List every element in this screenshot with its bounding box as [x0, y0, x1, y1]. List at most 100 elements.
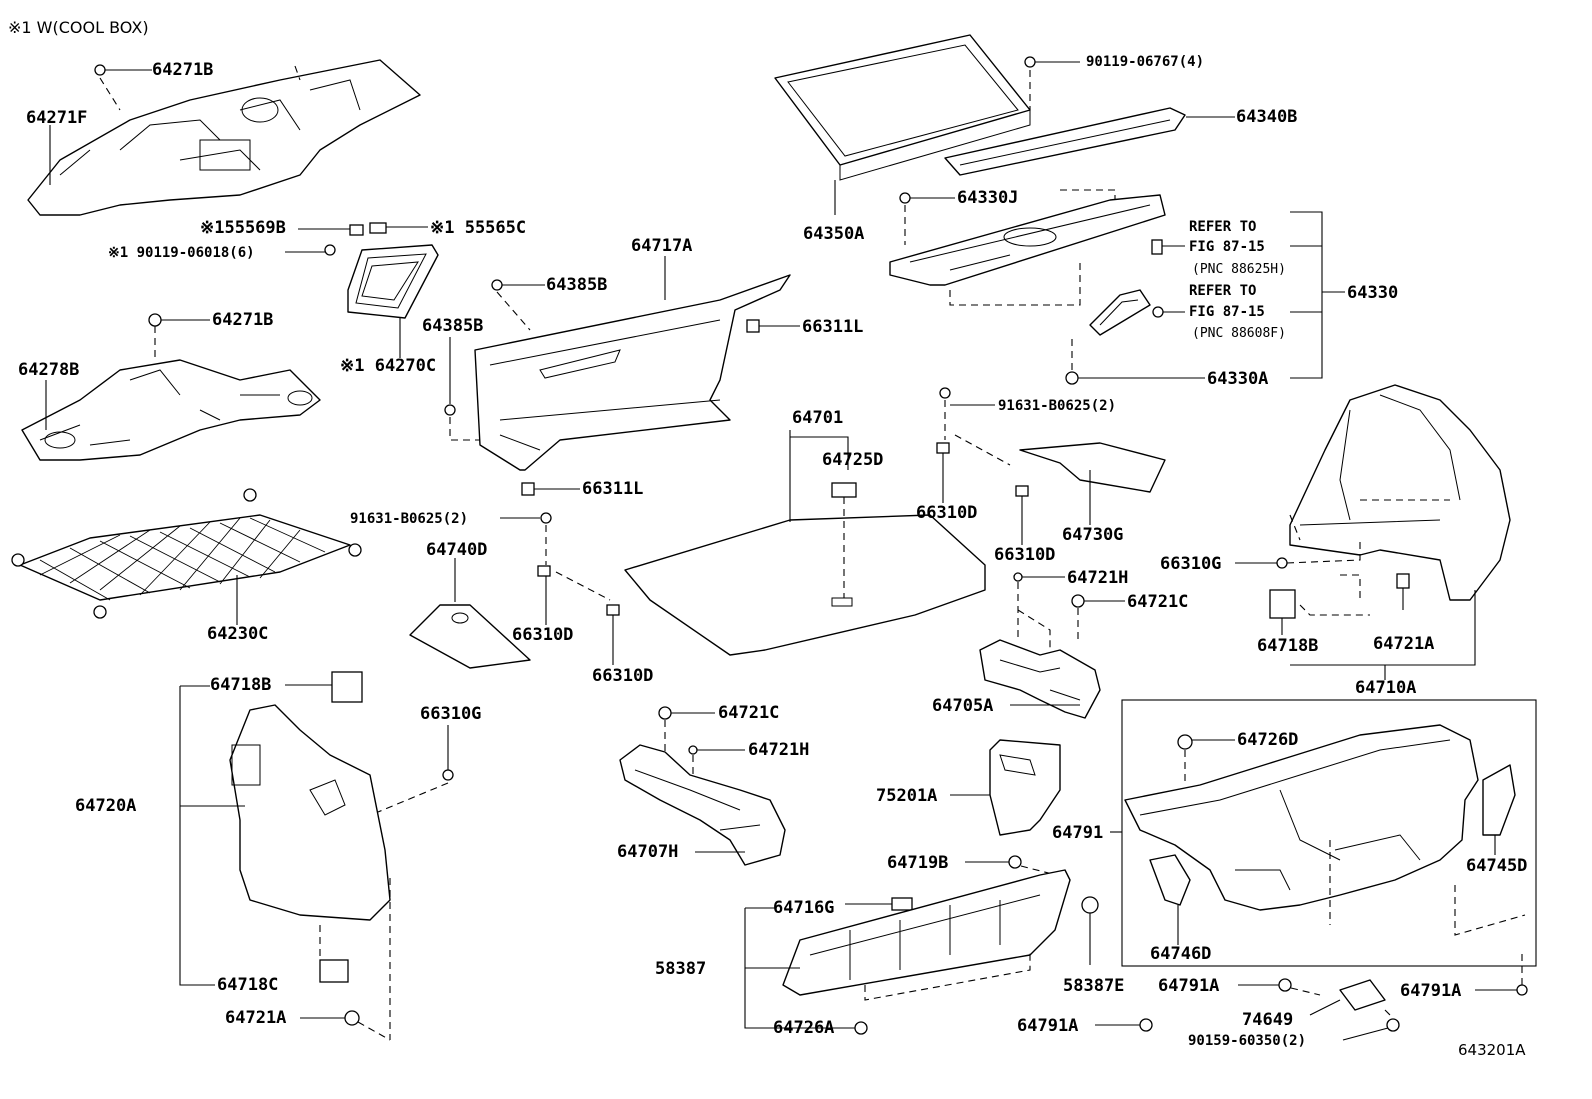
- label-64719b: 64719B: [887, 853, 949, 873]
- screw-90119-06018: [324, 244, 336, 256]
- vent-64718b-right: [1269, 589, 1296, 619]
- refer-line-4: REFER TO: [1189, 283, 1257, 299]
- refer-line-1: REFER TO: [1189, 219, 1257, 235]
- label-64271b-mid: 64271B: [212, 310, 274, 330]
- bracket-75201a: [989, 739, 1061, 836]
- trim-64340b: [944, 107, 1186, 176]
- refer-line-3: (PNC 88625H): [1192, 262, 1286, 277]
- cargo-net-64230c: [11, 488, 362, 619]
- label-64385b-a: 64385B: [546, 275, 608, 295]
- clip-64716g: [891, 897, 913, 911]
- label-58387e: 58387E: [1063, 976, 1125, 996]
- connector-ref-88608f: [1152, 306, 1164, 318]
- clip-66310d-a: [537, 565, 551, 577]
- label-64710a: 64710A: [1355, 678, 1417, 698]
- clip-64385b-a: [491, 279, 503, 291]
- screw-91631-right: [939, 387, 951, 399]
- cap-58387e: [1081, 896, 1099, 914]
- clip-66311l-a: [746, 319, 760, 333]
- label-64726a: 64726A: [773, 1018, 835, 1038]
- clip-64271b-top: [94, 64, 106, 76]
- part-74649: [1339, 979, 1386, 1011]
- label-64721c-a: 64721C: [1127, 592, 1189, 612]
- clip-66310d-c: [936, 442, 950, 454]
- clip-64721c-a: [1071, 594, 1085, 608]
- scuff-plate-58387: [782, 869, 1071, 996]
- label-66310d-b: 66310D: [592, 666, 654, 686]
- package-tray-64330: [889, 194, 1166, 286]
- refer-line-5: FIG 87-15: [1189, 304, 1265, 320]
- clip-66310g-right: [1276, 557, 1288, 569]
- label-66310g-right: 66310G: [1160, 554, 1222, 574]
- clip-66310g-left: [442, 769, 454, 781]
- label-64726d: 64726D: [1237, 730, 1299, 750]
- vent-64718b-left: [331, 671, 363, 703]
- label-64270c: ※1 64270C: [340, 356, 437, 376]
- insulator-64278b: [21, 359, 321, 461]
- label-64791a-b: 64791A: [1400, 981, 1462, 1001]
- clip-64721a-right: [1396, 573, 1410, 589]
- clip-66311l-b: [521, 482, 535, 496]
- refer-line-6: (PNC 88608F): [1192, 326, 1286, 341]
- label-64701: 64701: [792, 408, 844, 428]
- label-64230c: 64230C: [207, 624, 269, 644]
- label-66311l-a: 66311L: [802, 317, 864, 337]
- bracket-64705a: [979, 639, 1101, 719]
- clip-64721a-left: [344, 1010, 360, 1026]
- label-64278b: 64278B: [18, 360, 80, 380]
- label-64721h-b: 64721H: [748, 740, 810, 760]
- label-66310d-c: 66310D: [916, 503, 978, 523]
- vent-64746d: [1149, 854, 1191, 906]
- label-64791a-c: 64791A: [1017, 1016, 1079, 1036]
- label-64330j: 64330J: [957, 188, 1019, 208]
- group-box-64791: [1121, 699, 1537, 967]
- label-64740d: 64740D: [426, 540, 488, 560]
- part-55569b: [349, 224, 364, 236]
- clip-90119-06767: [1024, 56, 1036, 68]
- label-64705a: 64705A: [932, 696, 994, 716]
- label-64718c: 64718C: [217, 975, 279, 995]
- label-90119-06767: 90119-06767(4): [1086, 54, 1205, 70]
- label-90119-06018: ※1 90119-06018(6): [108, 245, 255, 261]
- label-64718b-right: 64718B: [1257, 636, 1319, 656]
- insulator-64271f: [27, 59, 421, 216]
- trim-64710a: [1289, 384, 1511, 601]
- bolt-90159-60350: [1386, 1018, 1400, 1032]
- clip-66310d-d: [1015, 485, 1029, 497]
- label-66310d-a: 66310D: [512, 625, 574, 645]
- clip-64385b-b: [444, 404, 456, 416]
- note-cool-box: ※1 W(COOL BOX): [8, 18, 149, 37]
- clip-64721h-b: [688, 745, 698, 755]
- clip-64721h-a: [1013, 572, 1023, 582]
- label-64385b-b: 64385B: [422, 316, 484, 336]
- clip-64330a: [1065, 371, 1079, 385]
- figure-code: 643201A: [1458, 1041, 1526, 1059]
- label-55565c: ※1 55565C: [430, 218, 527, 238]
- clip-64791a-b: [1516, 984, 1528, 996]
- label-64271b-top: 64271B: [152, 60, 214, 80]
- label-64330: 64330: [1347, 283, 1399, 303]
- label-64721h-a: 64721H: [1067, 568, 1129, 588]
- trim-64720a: [229, 704, 391, 921]
- clip-64330j: [899, 192, 911, 204]
- cover-64730g: [1019, 442, 1166, 493]
- label-64721a-left: 64721A: [225, 1008, 287, 1028]
- label-64721a-right: 64721A: [1373, 634, 1435, 654]
- vent-64745d: [1482, 764, 1516, 836]
- label-64725d: 64725D: [822, 450, 884, 470]
- clip-64726a: [854, 1021, 868, 1035]
- cool-box-frame-64270c: [347, 244, 439, 319]
- clip-66310d-b: [606, 604, 620, 616]
- clip-64721c-b: [658, 706, 672, 720]
- screw-91631-left: [540, 512, 552, 524]
- clip-64791a-a: [1278, 978, 1292, 992]
- label-64730g: 64730G: [1062, 525, 1124, 545]
- label-64791a-a: 64791A: [1158, 976, 1220, 996]
- label-64720a: 64720A: [75, 796, 137, 816]
- panel-64717a: [474, 274, 791, 471]
- label-64717a: 64717A: [631, 236, 693, 256]
- label-55569b: ※155569B: [200, 218, 286, 238]
- label-64271f: 64271F: [26, 108, 88, 128]
- clip-64726d: [1177, 734, 1193, 750]
